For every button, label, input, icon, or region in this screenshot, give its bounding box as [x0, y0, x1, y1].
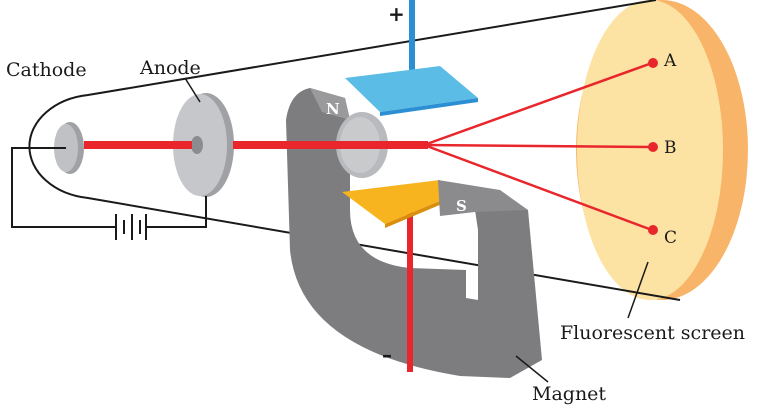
magnet-top-shade — [310, 88, 350, 120]
battery-icon — [112, 214, 150, 240]
point-a-dot — [648, 58, 658, 68]
anode-hole — [191, 136, 203, 154]
positive-plate-edge — [380, 98, 478, 116]
anode-leader — [184, 77, 201, 103]
north-pole-label: N — [326, 100, 340, 118]
circuit-wire — [11, 147, 112, 228]
point-c-dot — [648, 225, 658, 235]
minus-sign: – — [382, 343, 392, 367]
anode-label: Anode — [139, 57, 201, 79]
south-pole-block — [438, 180, 528, 216]
negative-plate-edge — [385, 200, 442, 228]
south-pole-label: S — [456, 197, 467, 215]
circuit-wire-right — [150, 196, 207, 228]
point-a-label: A — [663, 51, 677, 71]
screen-leader — [627, 261, 649, 319]
magnet-body — [286, 88, 542, 378]
magnet-leader — [515, 355, 549, 383]
beam-to-b — [423, 143, 653, 149]
beam-to-a — [423, 61, 653, 147]
cathode-label: Cathode — [6, 59, 87, 81]
point-c-label: C — [664, 228, 677, 248]
magnet-label: Magnet — [532, 383, 606, 405]
point-b-label: B — [664, 138, 677, 158]
negative-plate — [342, 180, 442, 224]
positive-plate — [345, 66, 478, 112]
plus-sign: + — [388, 2, 405, 26]
tube-outline — [28, 0, 681, 301]
beam-to-c — [423, 143, 653, 232]
point-b-dot — [648, 142, 658, 152]
fluorescent-screen-label: Fluorescent screen — [560, 322, 745, 344]
